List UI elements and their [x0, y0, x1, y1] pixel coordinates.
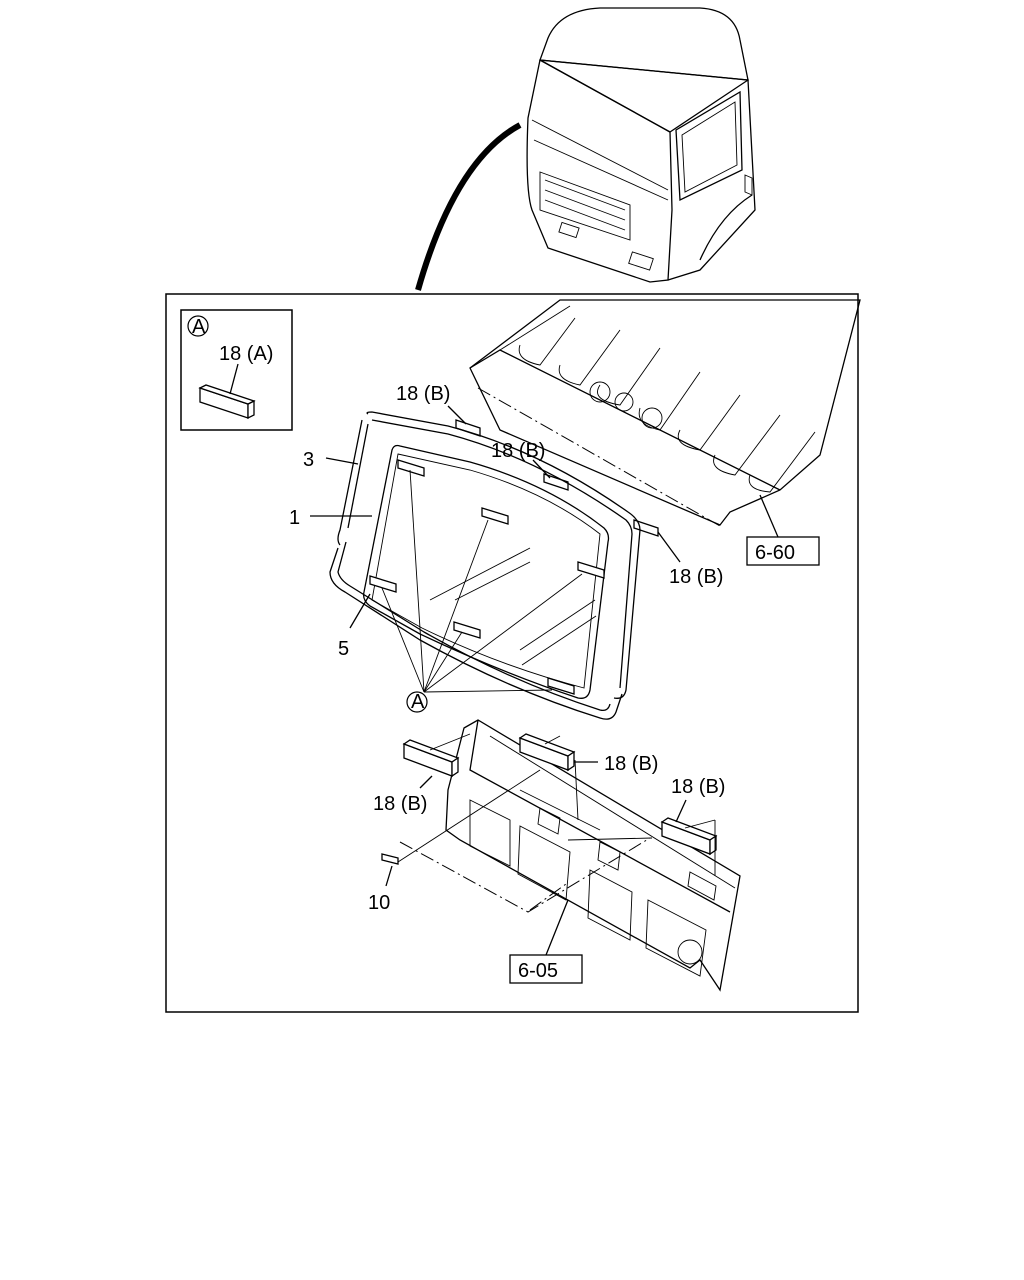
windshield-assembly — [310, 411, 641, 720]
inset-detail-a — [180, 309, 293, 431]
label-cowl-pad-center: 18 (B) — [604, 753, 658, 775]
roof-panel — [469, 299, 861, 527]
label-part-5: 5 — [338, 638, 349, 660]
label-cowl-pad-left: 18 (B) — [373, 793, 427, 815]
label-part-10: 10 — [368, 892, 390, 914]
label-roof-pad-2: 18 (B) — [491, 440, 545, 462]
inset-mark: A — [192, 316, 206, 338]
label-part-3: 3 — [303, 449, 314, 471]
ref-cowl: 6-05 — [518, 960, 558, 982]
label-inset-part: 18 (A) — [219, 343, 273, 365]
dash-panel — [381, 719, 741, 992]
truck-cab-illustration — [415, 7, 756, 291]
label-cowl-pad-right: 18 (B) — [671, 776, 725, 798]
label-roof-pad-1: 18 (B) — [396, 383, 450, 405]
label-roof-pad-3: 18 (B) — [669, 566, 723, 588]
diagram-frame — [165, 293, 859, 1013]
roof-pads — [447, 405, 820, 566]
ref-roof: 6-60 — [755, 542, 795, 564]
label-part-1: 1 — [289, 507, 300, 529]
pad-mark: A — [411, 691, 425, 713]
